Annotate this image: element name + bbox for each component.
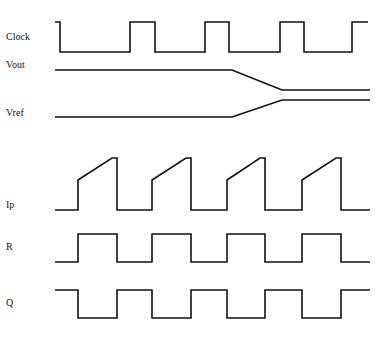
vout-wave	[55, 70, 370, 90]
vref-wave	[55, 100, 370, 117]
signal-name: Vout	[6, 60, 25, 70]
ip-wave	[55, 158, 370, 210]
signal-name: Q	[6, 298, 13, 308]
clock-wave	[55, 22, 368, 52]
r-wave	[55, 234, 370, 262]
signal-name: Clock	[6, 32, 30, 42]
signal-name: Vref	[6, 108, 24, 118]
signal-name: Ip	[6, 200, 14, 210]
signal-name: R	[6, 242, 13, 252]
q-wave	[55, 290, 370, 318]
